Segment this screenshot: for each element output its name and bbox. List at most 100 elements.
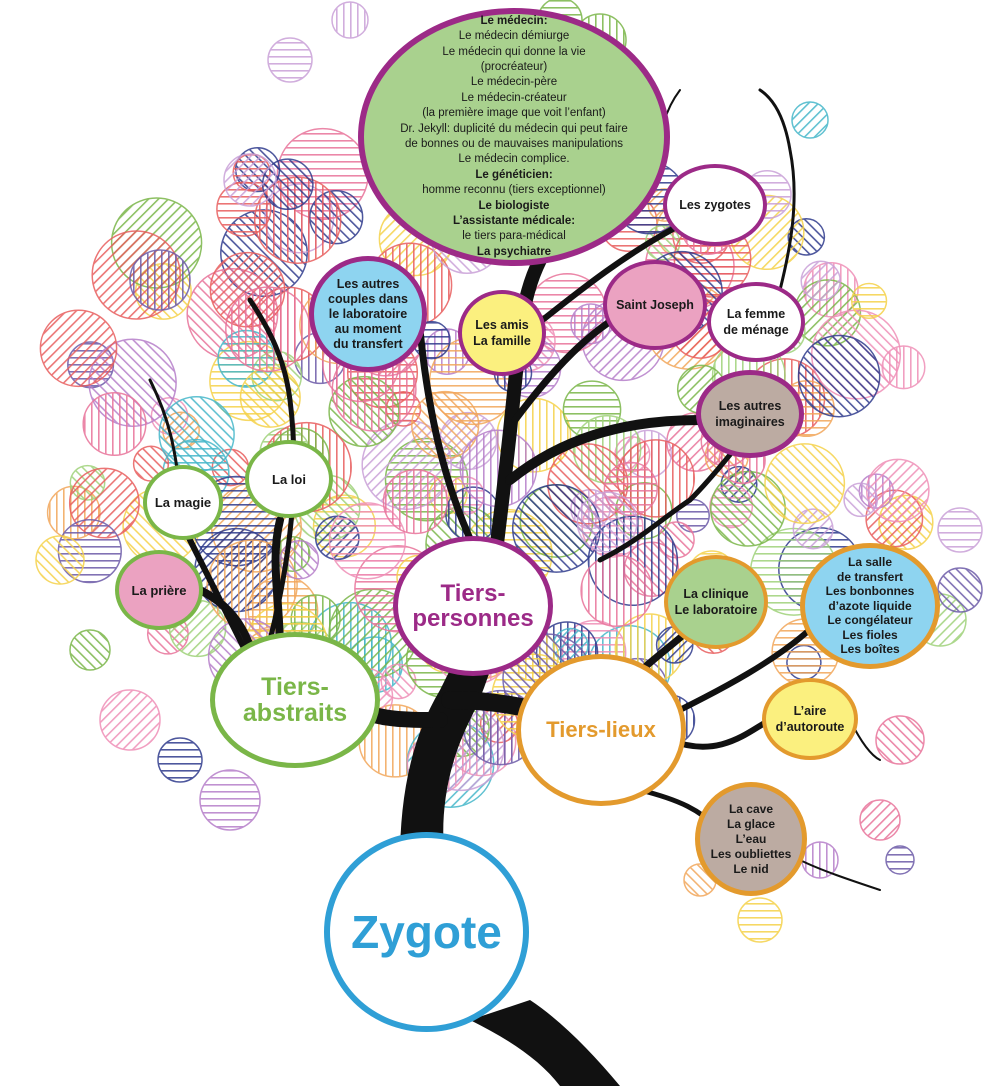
aire-autoroute-node: L’aire d’autoroute: [762, 678, 858, 760]
decorative-hatched-circle: [737, 897, 783, 943]
branch-to-couples: [416, 326, 484, 564]
autres-imaginaires-node: Les autres imaginaires: [696, 370, 804, 458]
medecin-line-1: Le médecin:: [480, 14, 548, 27]
decorative-hatched-circle: [576, 491, 638, 553]
aire-autoroute-line-1: L’aire: [793, 704, 827, 718]
decorative-hatched-circle: [800, 260, 841, 302]
trunk-base: [470, 1000, 620, 1086]
decorative-hatched-circle: [580, 554, 654, 628]
la-priere-node: La prière: [115, 550, 203, 630]
twig-top-right: [758, 88, 796, 292]
decorative-hatched-circle: [937, 567, 983, 613]
decorative-hatched-circle: [881, 345, 926, 390]
medecin-line-16: La psychiatre: [476, 245, 552, 258]
branch-to-magie: [182, 527, 253, 663]
medecin-line-6: Le médecin-créateur: [461, 91, 567, 104]
clinique-line-2: Le laboratoire: [674, 603, 758, 617]
tiers-lieux-label: Tiers-lieux: [546, 717, 656, 743]
clinique-line-1: La clinique: [683, 587, 749, 601]
la-loi-node: La loi: [245, 440, 333, 518]
salle-transfert-line-7: Les boîtes: [840, 642, 900, 657]
femme-menage-line-1: La femme: [726, 307, 786, 321]
decorative-hatched-circle: [328, 502, 407, 580]
tiers-personnes-label-line1: Tiers-: [440, 579, 506, 607]
medecin-line-9: de bonnes ou de mauvaises manipulations: [404, 138, 623, 150]
autres-couples-line-5: du transfert: [333, 336, 403, 351]
decorative-hatched-circle: [69, 629, 111, 671]
decorative-hatched-circle: [157, 737, 203, 783]
la-priere-label: La prière: [131, 582, 187, 598]
decorative-hatched-circle: [937, 507, 983, 553]
medecin-line-14: L’assistante médicale:: [452, 215, 576, 228]
saint-joseph-node: Saint Joseph: [603, 260, 707, 350]
decorative-hatched-circle: [843, 482, 879, 518]
branch-to-zygotes: [527, 217, 693, 333]
amis-famille-line-2: La famille: [473, 334, 531, 348]
decorative-hatched-circle: [35, 535, 85, 585]
amis-famille-line-1: Les amis: [475, 318, 529, 332]
decorative-hatched-circle: [382, 468, 449, 535]
medecin-line-8: Dr. Jekyll: duplicité du médecin qui peu…: [400, 122, 628, 135]
medecin-line-3: Le médecin qui donne la vie: [442, 45, 586, 58]
la-magie-label: La magie: [154, 495, 212, 510]
autres-imaginaires-line-1: Les autres: [718, 399, 782, 413]
decorative-hatched-circle: [99, 689, 161, 751]
branch-to-loi: [271, 516, 284, 654]
salle-transfert-line-1: La salle: [847, 555, 893, 570]
medecin-line-13: Le biologiste: [478, 199, 550, 212]
medecin-line-15: le tiers para-médical: [462, 230, 566, 243]
les-zygotes-line-1: Les zygotes: [679, 198, 751, 212]
cave-line-5: Le nid: [733, 861, 769, 876]
autres-couples-line-3: le laboratoire: [328, 306, 408, 321]
tiers-personnes-label-line2: personnes: [412, 605, 534, 632]
decorative-hatched-circle: [82, 391, 147, 457]
salle-transfert-line-5: Le congélateur: [827, 613, 913, 628]
decorative-hatched-circle: [129, 249, 191, 311]
tiers-abstraits-label-line1: Tiers-: [261, 672, 329, 701]
salle-transfert-line-4: d’azote liquide: [828, 598, 912, 613]
tiers-personnes-node: Tiers- personnes: [393, 536, 553, 676]
salle-transfert-line-6: Les fioles: [842, 627, 898, 642]
decorative-hatched-circle: [797, 334, 881, 418]
medecin-node: Le médecin: Le médecin démiurge Le médecin…: [358, 8, 670, 266]
medecin-line-11: Le généticien:: [475, 168, 553, 181]
cave-line-1: La cave: [728, 801, 774, 816]
autres-couples-line-1: Les autres: [336, 276, 400, 291]
clinique-node: La clinique Le laboratoire: [664, 555, 768, 649]
decorative-hatched-circle: [267, 37, 313, 83]
decorative-hatched-circle: [791, 101, 829, 139]
decorative-hatched-circle: [764, 443, 846, 525]
la-magie-node: La magie: [143, 465, 223, 540]
medecin-line-4: (procréateur): [480, 60, 548, 73]
medecin-line-5: Le médecin-père: [470, 76, 558, 89]
tiers-lieux-node: Tiers-lieux: [516, 654, 686, 806]
saint-joseph-line-1: Saint Joseph: [616, 298, 694, 312]
decorative-hatched-circle: [885, 845, 915, 875]
cave-line-2: La glace: [726, 816, 776, 831]
autres-couples-line-4: au moment: [334, 321, 402, 336]
decorative-hatched-circle: [875, 715, 925, 765]
femme-menage-line-2: de ménage: [723, 323, 789, 337]
decorative-hatched-circle: [223, 153, 277, 207]
zygote-label: Zygote: [351, 905, 502, 958]
twig-cave: [799, 859, 881, 891]
medecin-line-7: (la première image que voit l’enfant): [422, 107, 606, 120]
les-zygotes-node: Les zygotes: [663, 164, 767, 246]
decorative-hatched-circle: [39, 309, 118, 388]
decorative-hatched-circle: [850, 282, 888, 320]
salle-transfert-line-3: Les bonbonnes: [825, 584, 915, 599]
medecin-line-2: Le médecin démiurge: [458, 30, 570, 43]
la-loi-label: La loi: [272, 471, 306, 487]
tiers-abstraits-label-line2: abstraits: [242, 699, 348, 727]
decorative-hatched-circle: [199, 769, 261, 831]
autres-couples-line-2: couples dans: [328, 291, 408, 306]
cave-line-4: Les oubliettes: [710, 846, 792, 861]
decorative-hatched-circle: [331, 1, 369, 39]
aire-autoroute-line-2: d’autoroute: [775, 720, 845, 734]
medecin-line-10: Le médecin complice.: [458, 153, 570, 166]
autres-imaginaires-line-2: imaginaires: [715, 415, 785, 429]
